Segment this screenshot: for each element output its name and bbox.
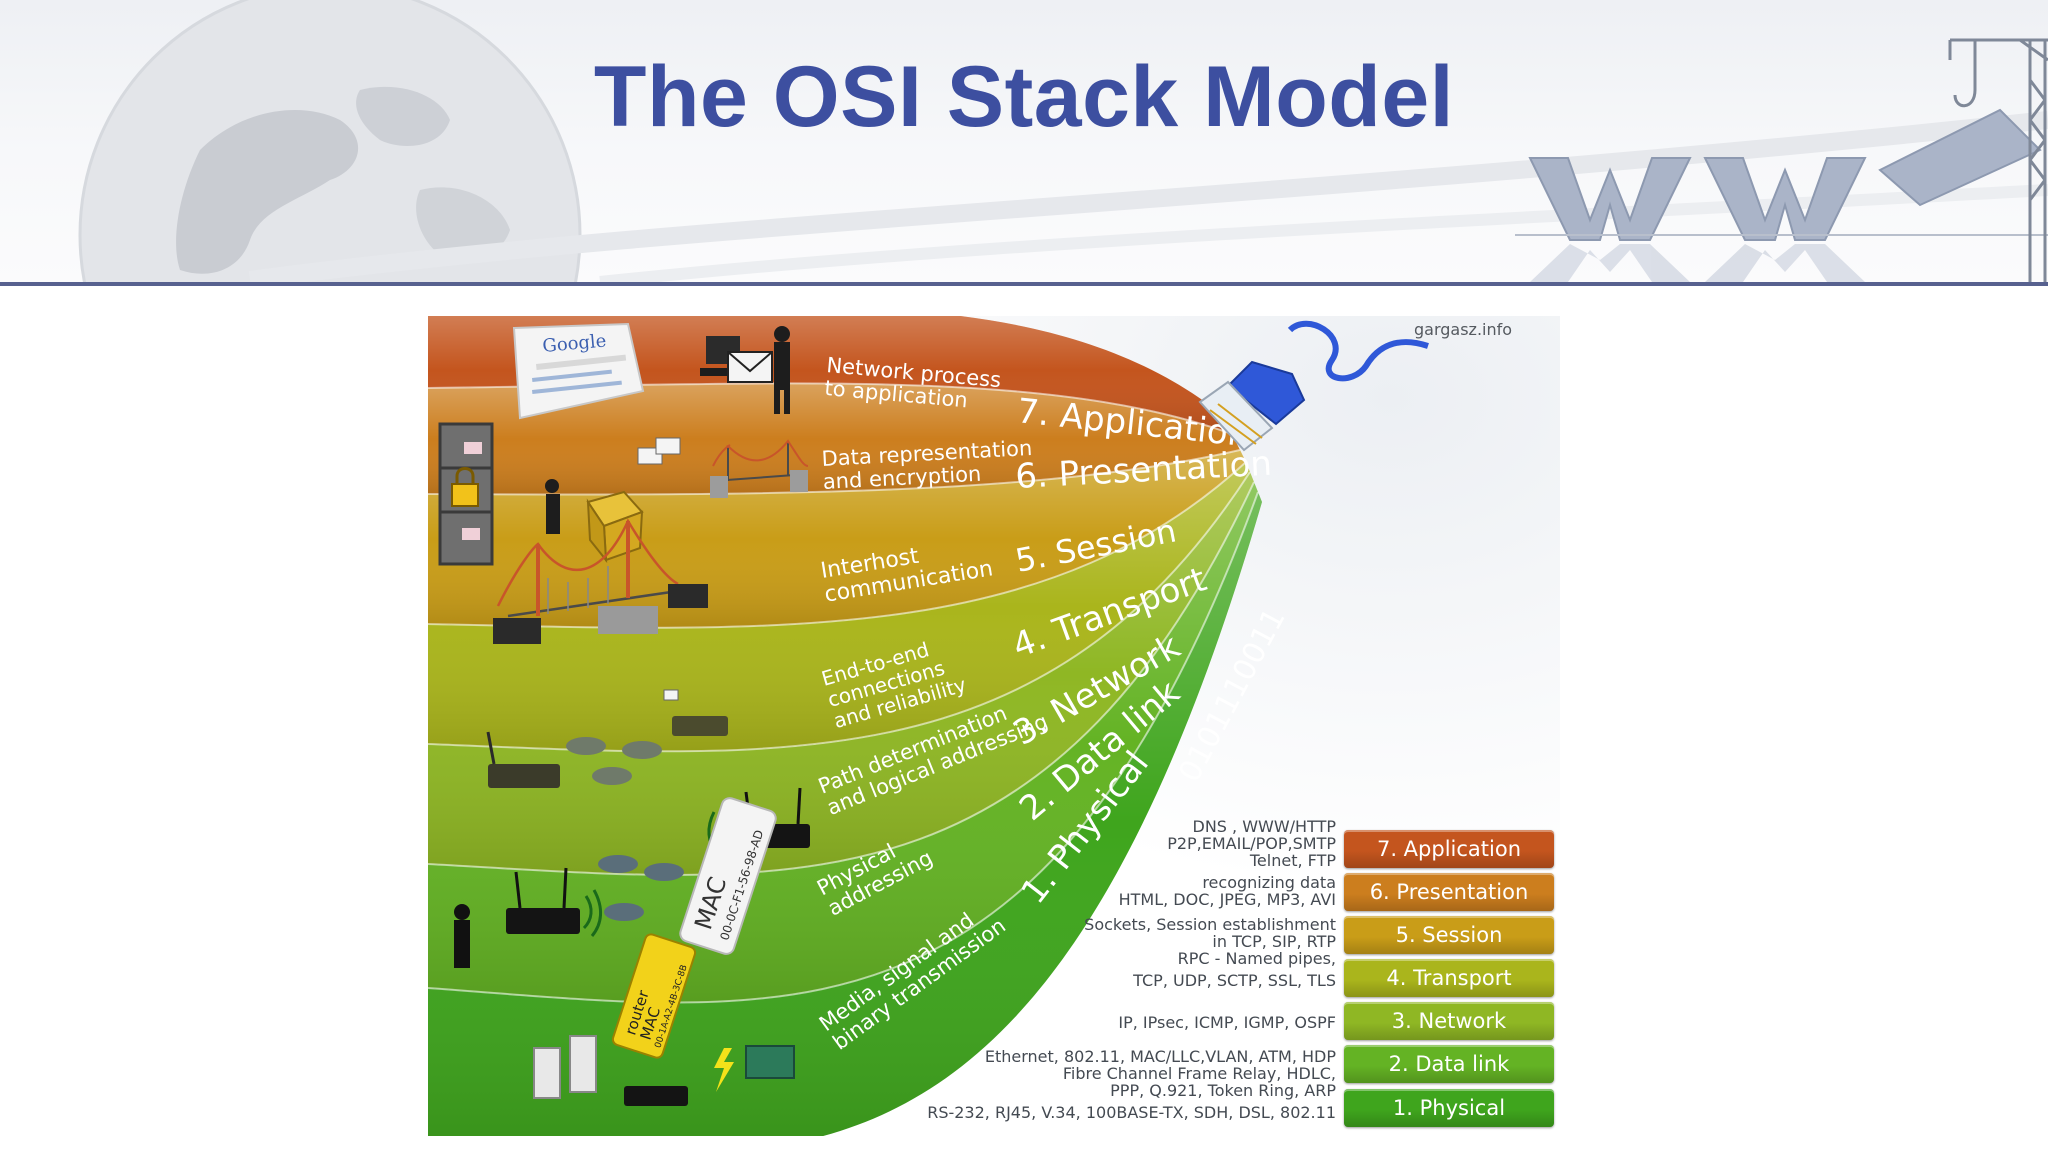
www-graphic [1528, 108, 2042, 241]
globe-continent [416, 187, 510, 262]
band-separator [428, 449, 1241, 496]
crane-graphic [1948, 38, 2048, 282]
band-shine [428, 462, 1250, 752]
band-separator [428, 491, 1259, 1004]
credit-text: gargasz.info [1414, 320, 1513, 339]
search-window-illustration: Google [512, 322, 645, 420]
header-swoosh [599, 184, 2048, 282]
legend-item-layer-2: 2. Data link [1344, 1045, 1554, 1083]
legend-item-layer-1: 1. Physical [1344, 1089, 1554, 1127]
band-shine [428, 383, 1240, 495]
bridge-small-illustration [710, 439, 809, 498]
bridge-large-illustration [493, 518, 708, 644]
legend-item-layer-3: 3. Network [1344, 1002, 1554, 1040]
protocols-layer-2: Ethernet, 802.11, MAC/LLC,VLAN, ATM, HDP… [984, 1047, 1336, 1100]
network-cable-illustration [1198, 320, 1429, 452]
protocols-layer-5: Sockets, Session establishment in TCP, S… [1084, 915, 1336, 968]
band-shine [428, 492, 1262, 1136]
globe-continent [176, 110, 359, 274]
legend-item-layer-5: 5. Session [1344, 916, 1554, 954]
lock-cabinet-illustration [438, 422, 494, 566]
crypto-box-illustration [545, 437, 681, 564]
protocols-layer-3: IP, IPsec, ICMP, IGMP, OSPF [1118, 1013, 1336, 1032]
band-shine [428, 472, 1254, 875]
www-reflection [1530, 244, 1865, 282]
slide-title: The OSI Stack Model [593, 49, 1455, 145]
band-separator [428, 481, 1255, 876]
protocols-layer-1: RS-232, RJ45, V.34, 100BASE-TX, SDH, DSL… [927, 1103, 1336, 1122]
header-swoosh [248, 111, 2048, 282]
physical-router-illustration [454, 855, 684, 968]
legend-item-layer-6: 6. Presentation [1344, 873, 1554, 911]
network-router-illustration [486, 689, 728, 788]
slide-header: The OSI Stack Model [0, 0, 2048, 282]
protocols-layer-7: DNS , WWW/HTTP P2P,EMAIL/POP,SMTP Telnet… [1167, 817, 1336, 870]
cable-hardware-illustration [533, 1035, 795, 1106]
band-shine [428, 482, 1258, 1003]
band-separator [428, 461, 1247, 629]
globe-continent [356, 86, 450, 146]
computer-user-illustration [700, 326, 790, 414]
header-background [78, 0, 2048, 282]
protocols-layer-4: TCP, UDP, SCTP, SSL, TLS [1133, 971, 1336, 990]
legend-item-layer-4: 4. Transport [1344, 959, 1554, 997]
legend-item-layer-7: 7. Application [1344, 830, 1554, 868]
protocols-layer-6: recognizing data HTML, DOC, JPEG, MP3, A… [1118, 873, 1336, 909]
header-divider [0, 282, 2048, 286]
